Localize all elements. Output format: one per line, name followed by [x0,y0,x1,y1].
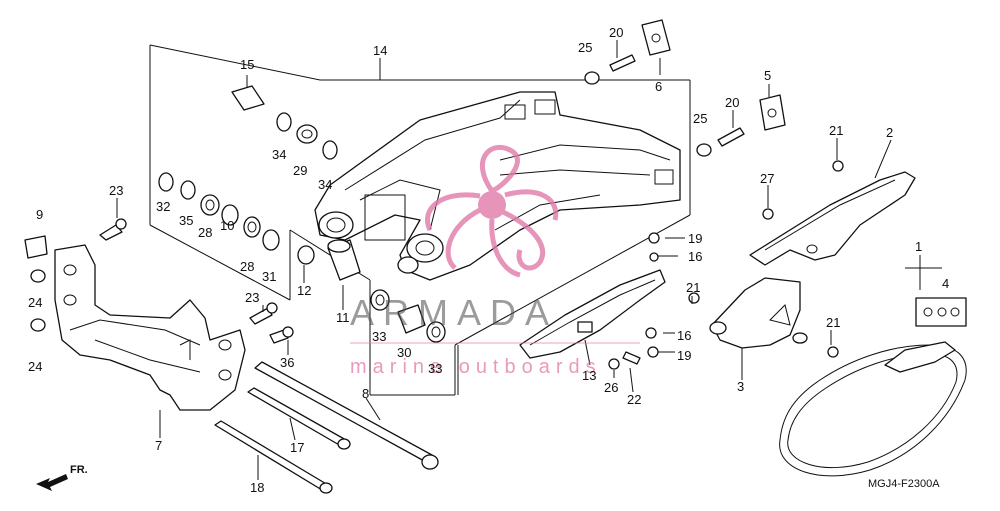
shaft-17 [247,387,351,450]
callout: 9 [36,207,43,222]
callout: 20 [725,95,739,110]
callout: 24 [28,359,42,374]
callout: 29 [293,163,307,178]
callout: 1 [915,239,922,254]
callout: 18 [250,480,264,495]
callout: 33 [372,329,386,344]
small-parts [24,19,967,370]
callout: 36 [280,355,294,370]
callout: 30 [397,345,411,360]
callout: 11 [336,310,350,325]
callout: 19 [677,348,691,363]
callout: 20 [609,25,623,40]
callout: 8 [362,386,369,401]
front-label: FR. [70,464,88,476]
callout: 4 [942,276,949,291]
leader-lines [116,40,942,480]
callout: 21 [686,280,700,295]
callout: 34 [272,147,286,162]
callout: 21 [829,123,843,138]
callout: 2 [886,125,893,140]
watermark-logo [425,144,559,278]
callout: 25 [693,111,707,126]
chain-guard [749,171,916,266]
callout: 25 [578,40,592,55]
chain-slider [519,269,666,359]
callout: 5 [764,68,771,83]
diagram-code: MGJ4-F2300A [868,478,940,490]
collar-15 [231,85,265,111]
callout: 34 [318,177,332,192]
callout: 3 [737,379,744,394]
callout: 13 [582,368,596,383]
callout: 24 [28,295,42,310]
callout: 26 [604,380,618,395]
shaft-18 [214,420,333,494]
drive-chain [779,341,967,477]
callout: 19 [688,231,702,246]
callout: 23 [109,183,123,198]
watermark-brand: ARMADA [350,292,558,333]
callout: 32 [156,199,170,214]
callout: 15 [240,57,254,72]
watermark-tagline: marine outboards [350,356,602,378]
callout: 33 [428,361,442,376]
callout: 23 [245,290,259,305]
callout: 28 [198,225,212,240]
pivot-bolt-8 [254,361,439,470]
callout: 12 [297,283,311,298]
callout: 6 [655,79,662,94]
callout: 16 [688,249,702,264]
callout: 28 [240,259,254,274]
callout: 35 [179,213,193,228]
callout: 22 [627,392,641,407]
callout: 7 [155,438,162,453]
pivot-frame [54,244,246,411]
callout: 27 [760,171,774,186]
bracket-3 [709,277,808,349]
front-direction-arrow: FR. [36,464,88,491]
callout: 21 [826,315,840,330]
callout-numbers: 1 2 3 4 5 6 7 8 9 10 11 12 13 14 15 16 1… [28,25,949,495]
callout: 17 [290,440,304,455]
callout: 31 [262,269,276,284]
callout: 16 [677,328,691,343]
watermark: ARMADA marine outboards [350,144,640,378]
callout: 10 [220,218,234,233]
callout: 14 [373,43,387,58]
